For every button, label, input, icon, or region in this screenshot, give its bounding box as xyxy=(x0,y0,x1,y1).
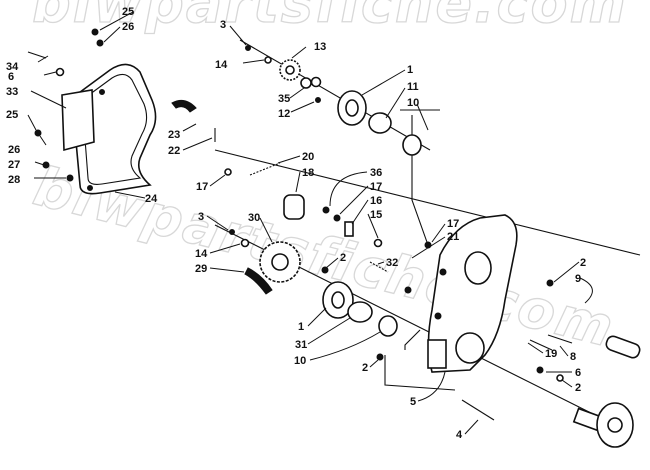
callout-17: 17 xyxy=(447,218,459,230)
callout-4: 4 xyxy=(456,429,463,441)
callout-2: 2 xyxy=(580,257,586,269)
callout-6: 6 xyxy=(575,367,581,379)
axis-jog xyxy=(404,329,421,350)
bearing-11 xyxy=(368,112,392,134)
tensioner-18 xyxy=(283,194,305,220)
watermark-top: blwpartsfiche.com xyxy=(32,0,628,35)
callout-16: 16 xyxy=(370,195,382,207)
callout-21: 21 xyxy=(447,231,459,243)
callout-17: 17 xyxy=(196,181,208,193)
callout-1: 1 xyxy=(407,64,413,76)
housing-boss xyxy=(427,339,447,369)
seal-10b xyxy=(378,315,398,337)
cover-bolt-hole xyxy=(99,89,105,95)
callout-17: 17 xyxy=(370,181,382,193)
seal-10 xyxy=(402,134,422,156)
callout-27: 27 xyxy=(8,159,20,171)
callout-26: 26 xyxy=(122,21,134,33)
callout-10: 10 xyxy=(407,97,419,109)
bearing-31 xyxy=(347,301,373,323)
callout-20: 20 xyxy=(302,151,314,163)
callout-26: 26 xyxy=(8,144,20,156)
callout-32: 32 xyxy=(386,257,398,269)
callout-2: 2 xyxy=(575,382,581,394)
callout-2: 2 xyxy=(362,362,368,374)
shaft-stub xyxy=(605,335,641,359)
bolt-4 xyxy=(461,399,495,421)
callout-25: 25 xyxy=(6,109,18,121)
callout-12: 12 xyxy=(278,108,290,120)
callout-6: 6 xyxy=(8,71,14,83)
chain-link xyxy=(171,99,197,113)
chain-case-cover xyxy=(61,63,157,195)
callout-3: 3 xyxy=(198,211,204,223)
callout-23: 23 xyxy=(168,129,180,141)
leader-lines xyxy=(27,11,593,435)
callout-28: 28 xyxy=(8,174,20,186)
cover-hardware xyxy=(27,28,216,182)
callout-29: 29 xyxy=(195,263,207,275)
callout-25: 25 xyxy=(122,6,134,18)
callout-30: 30 xyxy=(248,212,260,224)
callout-14: 14 xyxy=(215,59,228,71)
callout-9: 9 xyxy=(575,273,581,285)
callout-8: 8 xyxy=(570,351,576,363)
spring-20 xyxy=(249,162,281,176)
callout-35: 35 xyxy=(278,93,290,105)
callout-11: 11 xyxy=(407,81,419,93)
callout-5: 5 xyxy=(410,396,416,408)
callout-3: 3 xyxy=(220,19,226,31)
callout-22: 22 xyxy=(168,145,180,157)
callout-18: 18 xyxy=(302,167,314,179)
retainer-16 xyxy=(344,221,354,237)
axis-drop xyxy=(411,115,429,246)
callout-36: 36 xyxy=(370,167,382,179)
output-parts xyxy=(529,279,641,448)
callout-31: 31 xyxy=(295,339,307,351)
bolt-axis xyxy=(384,355,456,391)
callout-2: 2 xyxy=(340,252,346,264)
callout-15: 15 xyxy=(370,209,382,221)
callout-labels: 25 26 34 6 33 25 26 27 28 24 3 14 13 35 … xyxy=(6,6,586,441)
callout-34: 34 xyxy=(6,61,19,73)
top-shaft-axis xyxy=(239,39,431,151)
callout-19: 19 xyxy=(545,348,557,360)
callout-33: 33 xyxy=(6,86,18,98)
callout-24: 24 xyxy=(145,193,158,205)
callout-10: 10 xyxy=(294,355,306,367)
callout-1: 1 xyxy=(298,321,304,333)
lower-drive-parts xyxy=(229,229,412,361)
callout-13: 13 xyxy=(314,41,326,53)
callout-14: 14 xyxy=(195,248,208,260)
chain-29 xyxy=(244,267,273,295)
upper-shaft-axis xyxy=(214,149,641,256)
cover-bolt-hole xyxy=(87,185,93,191)
chain-case-housing xyxy=(427,214,518,421)
upper-drive-parts xyxy=(245,45,422,156)
